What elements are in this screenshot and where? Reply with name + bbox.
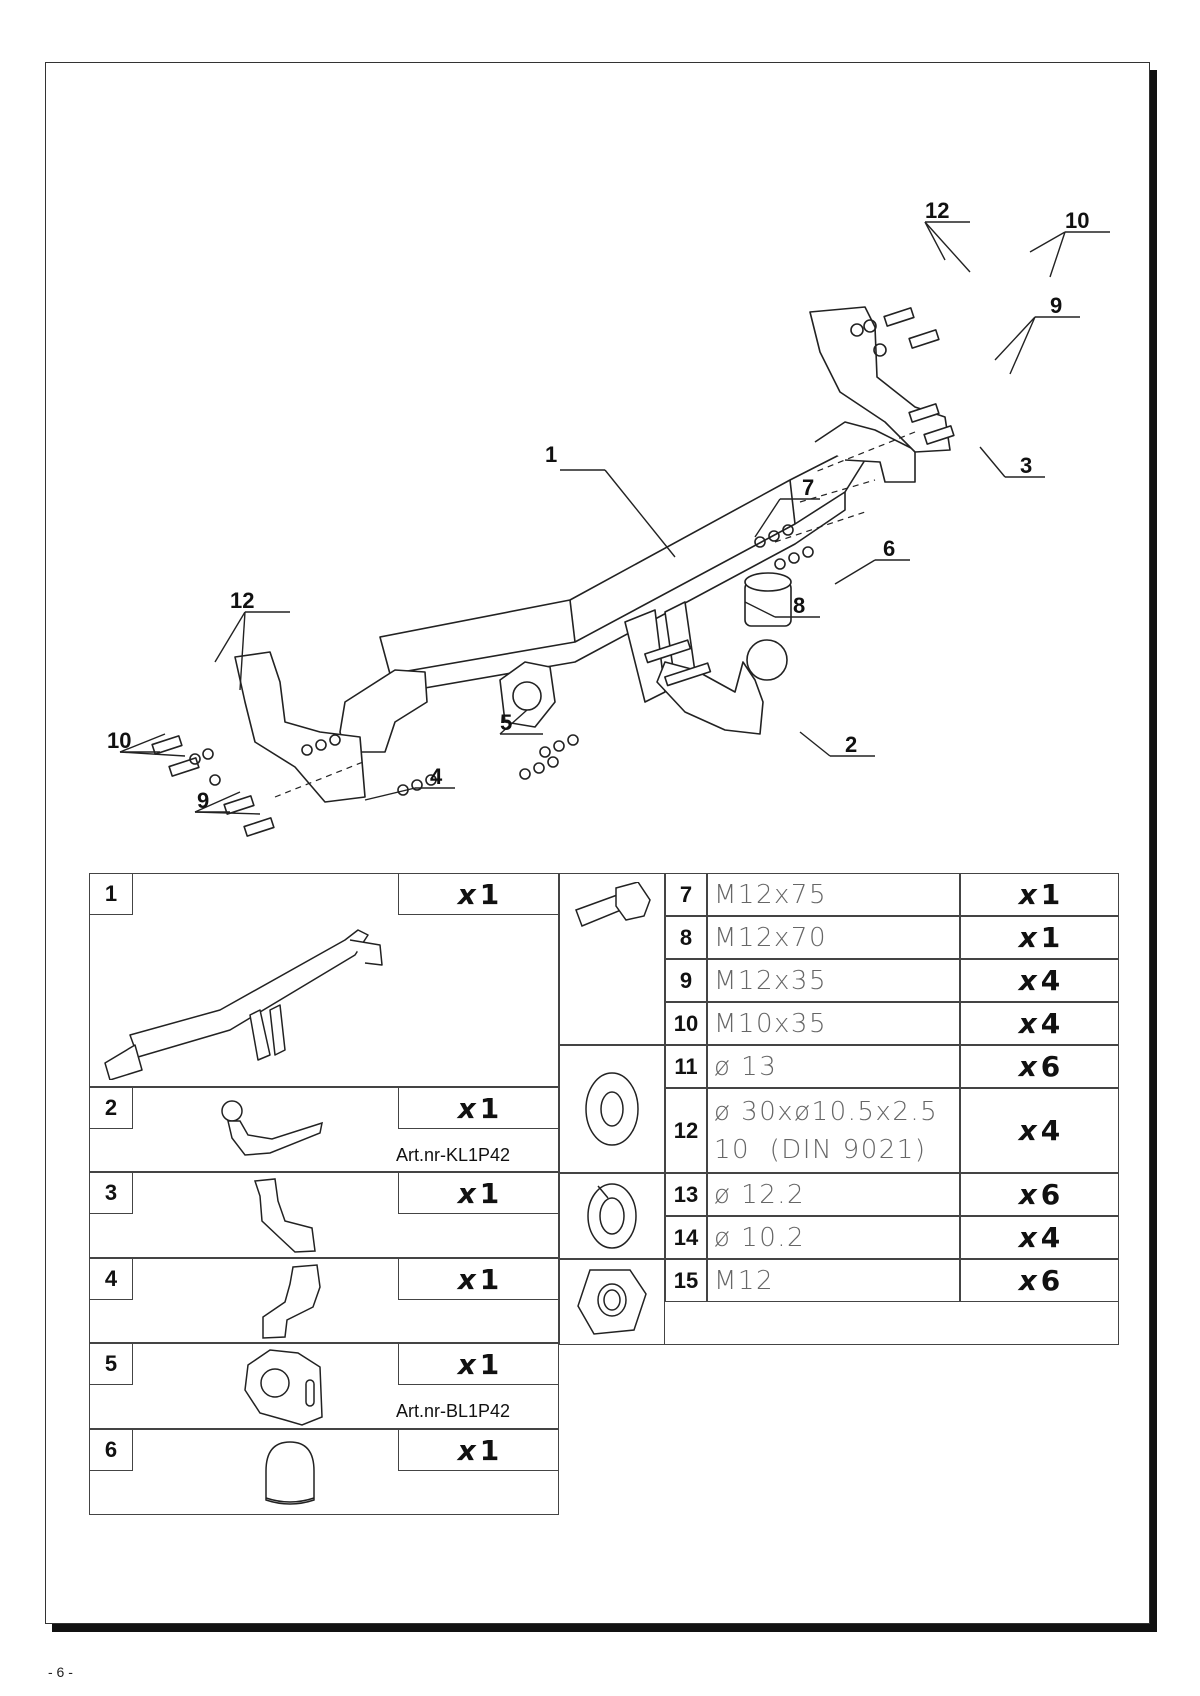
socket-plate-thumbnail — [244, 1349, 323, 1426]
part-spec-line-2: 10 (DIN 9021) — [714, 1134, 927, 1165]
ball-cap-thumbnail — [265, 1441, 315, 1505]
part-number: 11 — [665, 1045, 707, 1088]
callout-10-left: 10 — [107, 728, 131, 753]
part-number: 14 — [665, 1216, 707, 1259]
part-spec: M10x35 — [707, 1002, 960, 1045]
fasteners — [151, 307, 955, 837]
callout-12-left: 12 — [230, 588, 254, 613]
callout-8: 8 — [793, 593, 805, 618]
part-spec: M12x75 — [707, 873, 960, 916]
callout-10-right: 10 — [1065, 208, 1089, 233]
part-spec: ø 13 — [707, 1045, 960, 1088]
bolt-icon — [575, 882, 651, 927]
crossbar-part-1 — [339, 421, 916, 753]
callout-9-right: 9 — [1050, 293, 1062, 318]
part-number: 1 — [89, 873, 133, 915]
towball-thumbnail — [221, 1100, 323, 1156]
part-number: 8 — [665, 916, 707, 959]
callout-4: 4 — [430, 764, 443, 789]
callout-5: 5 — [500, 710, 512, 735]
part-spec: ø 30xø10.5x2.5 10 (DIN 9021) — [707, 1088, 960, 1173]
page-number: - 6 - — [48, 1664, 73, 1680]
part-spec: ø 10.2 — [707, 1216, 960, 1259]
part-number: 12 — [665, 1088, 707, 1173]
callout-9-left: 9 — [197, 788, 209, 813]
article-number: Art.nr-KL1P42 — [396, 1145, 511, 1165]
part-spec: M12x35 — [707, 959, 960, 1002]
part-number: 13 — [665, 1173, 707, 1216]
callout-6: 6 — [883, 536, 895, 561]
ball-cap-part-6 — [744, 572, 792, 627]
callout-7: 7 — [802, 475, 814, 500]
socket-plate-part-5 — [499, 661, 556, 728]
exploded-assembly-drawing: 1 2 3 4 5 6 7 8 9 10 12 10 12 9 — [107, 198, 1110, 837]
part-spec: M12 — [707, 1259, 960, 1302]
part-number: 5 — [89, 1343, 133, 1385]
part-number: 2 — [89, 1087, 133, 1129]
callout-3: 3 — [1020, 453, 1032, 478]
crossbar-thumbnail — [104, 929, 383, 1080]
hex-nut-icon — [577, 1269, 647, 1335]
side-bracket-left-thumbnail — [262, 1264, 321, 1339]
part-number: 6 — [89, 1429, 133, 1471]
callout-1: 1 — [545, 442, 557, 467]
part-number: 15 — [665, 1259, 707, 1302]
part-spec-line-1: ø 30xø10.5x2.5 — [714, 1096, 939, 1127]
side-bracket-part-4 — [234, 651, 366, 803]
callout-12-right: 12 — [925, 198, 949, 223]
part-number: 10 — [665, 1002, 707, 1045]
part-number: 3 — [89, 1172, 133, 1214]
spring-washer-icon — [587, 1183, 637, 1249]
article-number: Art.nr-BL1P42 — [396, 1401, 511, 1421]
part-spec: M12x70 — [707, 916, 960, 959]
callout-2: 2 — [845, 732, 857, 757]
part-number: 9 — [665, 959, 707, 1002]
flat-washer-icon — [585, 1072, 639, 1146]
side-bracket-part-3 — [809, 306, 951, 453]
part-number: 4 — [89, 1258, 133, 1300]
side-bracket-right-thumbnail — [253, 1178, 316, 1253]
part-number: 7 — [665, 873, 707, 916]
part-spec: ø 12.2 — [707, 1173, 960, 1216]
